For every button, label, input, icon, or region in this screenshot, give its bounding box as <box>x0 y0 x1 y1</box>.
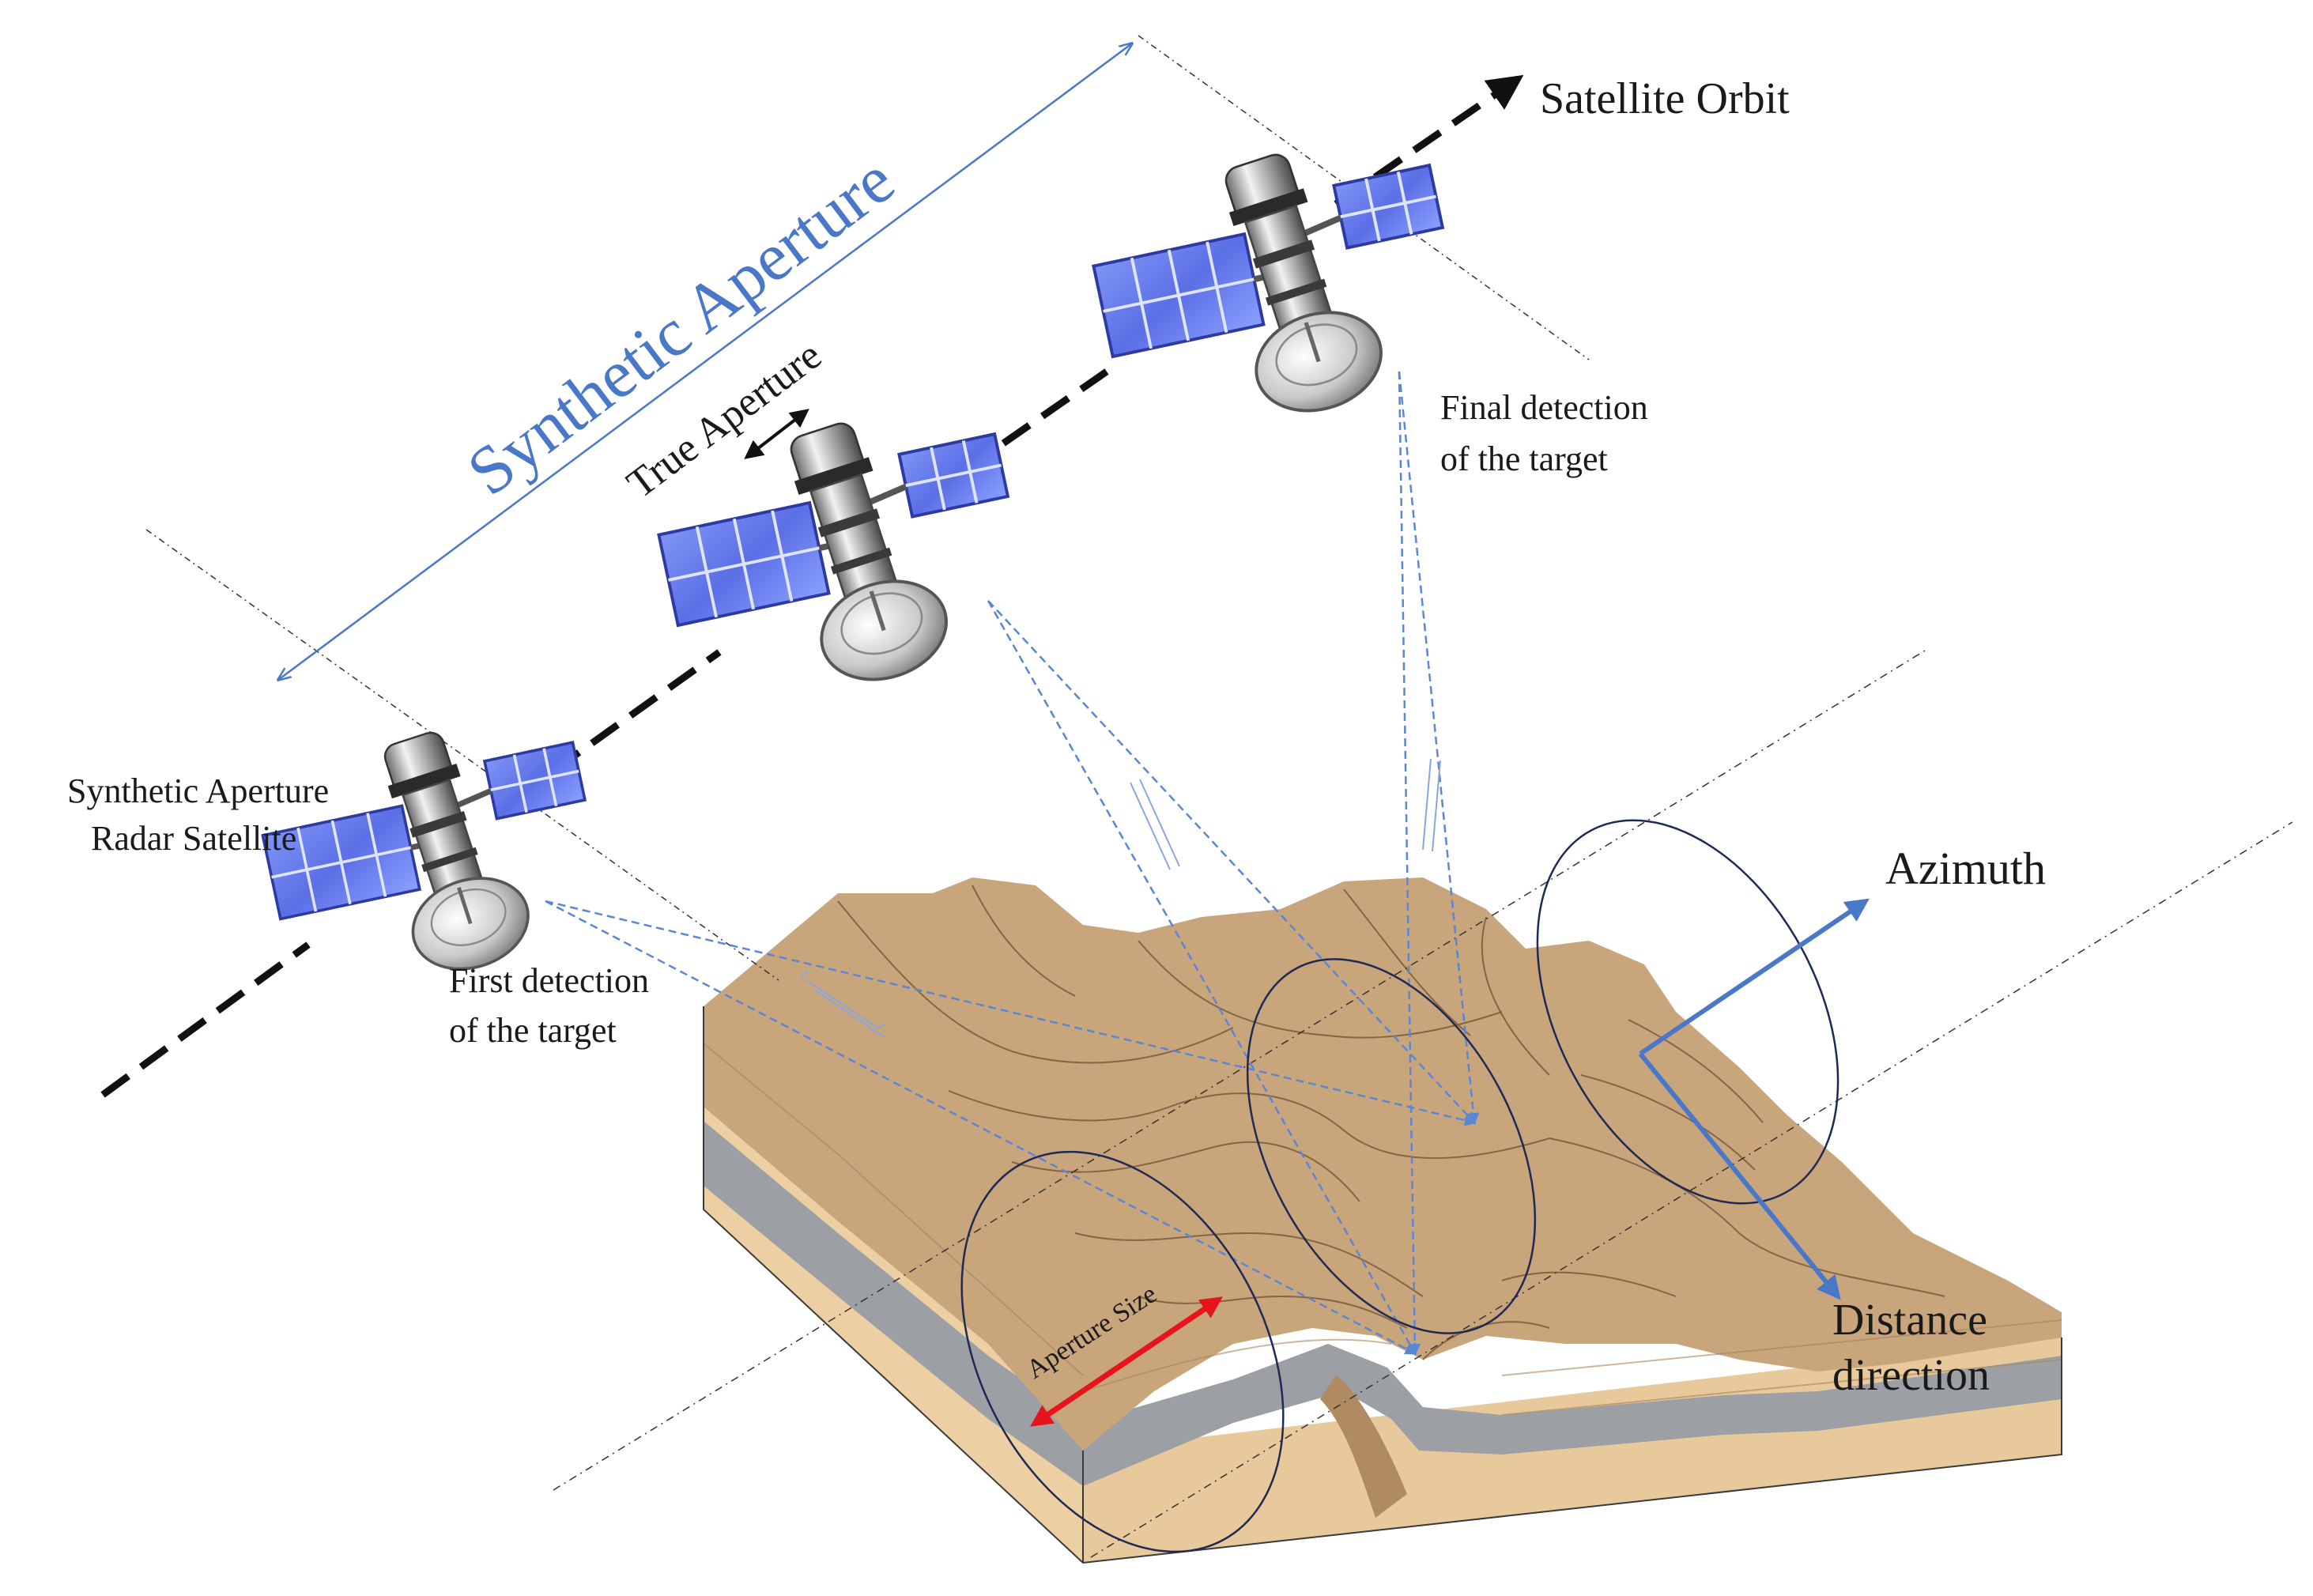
radar-beams <box>545 371 1480 1356</box>
azimuth-label: Azimuth <box>1885 843 2046 894</box>
direction-axes <box>1638 898 1870 1300</box>
satellite-icon <box>257 720 596 983</box>
sar-satellite-label-1: Synthetic Aperture <box>67 772 329 810</box>
sar-satellite-label-2: Radar Satellite <box>91 819 296 858</box>
terrain-block <box>703 877 2062 1564</box>
reference-lines <box>145 35 2293 1558</box>
aperture-size-arrow <box>1030 1296 1223 1427</box>
final-detection-label-1: Final detection <box>1440 388 1648 427</box>
beam-footprints <box>960 819 1839 1553</box>
satellite-orbit-label: Satellite Orbit <box>1540 74 1790 123</box>
distance-direction-label-1: Distance <box>1832 1296 1987 1345</box>
first-detection-label-1: First detection <box>449 961 649 1000</box>
true-aperture-arrow <box>744 409 809 459</box>
pulse-arrows <box>799 758 1441 1038</box>
first-detection-label-2: of the target <box>449 1011 617 1050</box>
satellite-icon <box>1088 141 1455 426</box>
final-detection-label-2: of the target <box>1440 440 1608 478</box>
synthetic-aperture-arrow <box>278 43 1132 680</box>
distance-direction-label-2: direction <box>1832 1351 1990 1400</box>
